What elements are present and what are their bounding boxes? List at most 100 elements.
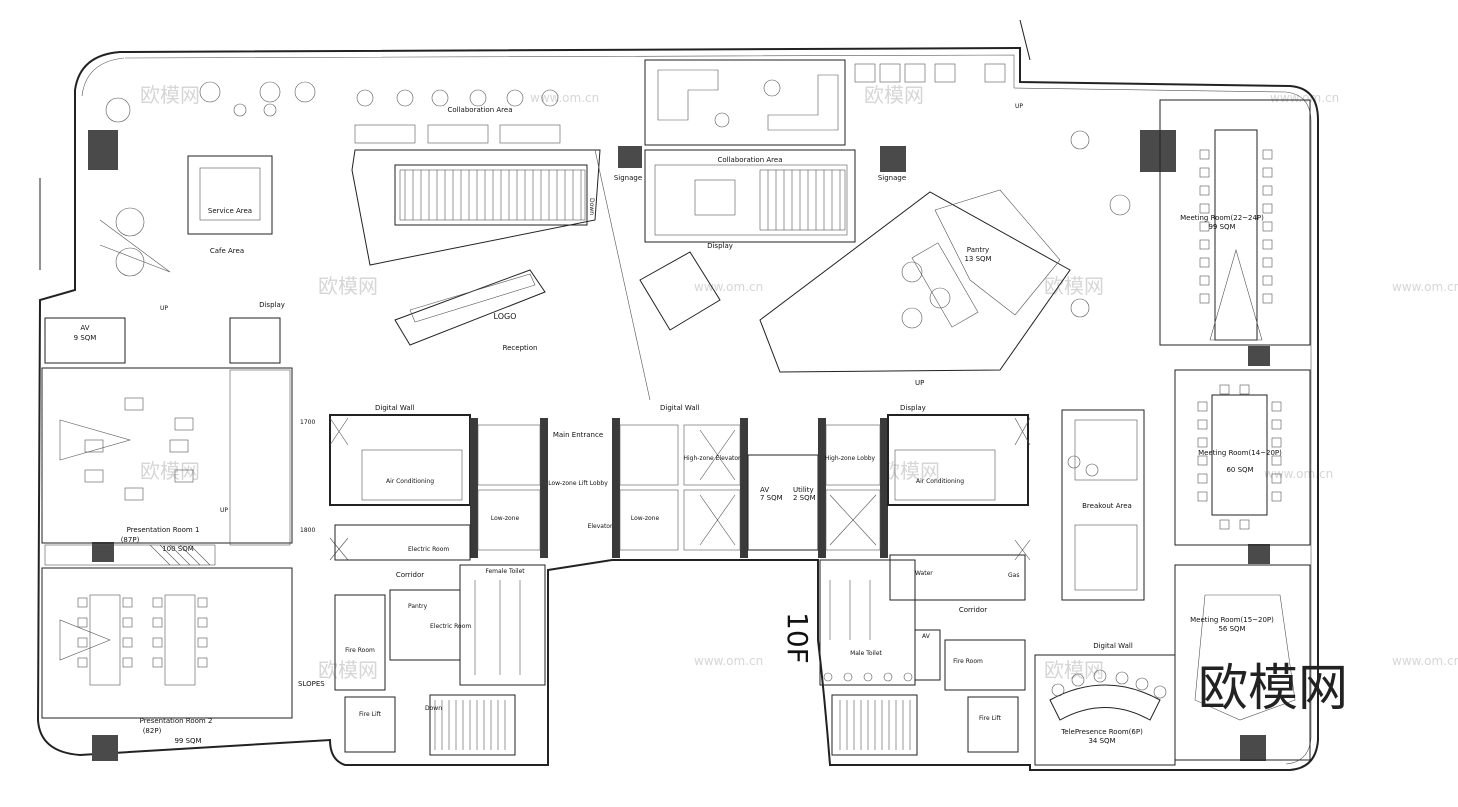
presentation-room-2-label: Presentation Room 2	[140, 717, 213, 725]
water-label: Water	[915, 570, 933, 577]
cafe-area-label: Cafe Area	[210, 247, 244, 255]
watermark-brand: 欧模网	[880, 459, 940, 483]
column	[880, 146, 906, 172]
breakout-area-label: Breakout Area	[1082, 502, 1132, 510]
meeting-room-mid-label: Meeting Room(14~20P)	[1198, 449, 1282, 457]
main-entrance-label: Main Entrance	[553, 431, 603, 439]
column	[1248, 544, 1270, 564]
signage-right-label: Signage	[878, 174, 906, 182]
central-core: Air Conditioning Digital Wall Digital Wa…	[329, 404, 1031, 561]
collaboration-area-top-label: Collaboration Area	[448, 106, 513, 114]
reception-zone: LOGO Reception	[394, 149, 721, 401]
meeting-room-mid-area: 60 SQM	[1226, 466, 1253, 474]
column	[1248, 346, 1270, 366]
up-label: UP	[220, 507, 228, 514]
lower-right-services: Male Toilet Water Gas Corridor AV Fire R…	[819, 554, 1026, 756]
watermark-brand: 欧模网	[140, 459, 200, 483]
presentation-room-2-cap: (82P)	[143, 727, 162, 735]
watermark-site: www.om.cn	[1392, 280, 1458, 294]
fire-room-right-label: Fire Room	[953, 658, 983, 665]
high-zone-lobby-label: High-zone Lobby	[825, 455, 876, 462]
meeting-room-low-label: Meeting Room(15~20P)	[1190, 616, 1274, 624]
pantry-label: Pantry	[967, 246, 989, 254]
digital-wall-mid-label: Digital Wall	[660, 404, 700, 412]
watermark-brand: 欧模网	[318, 274, 378, 298]
pantry-small-label: Pantry	[408, 603, 428, 610]
up-label: UP	[1015, 103, 1023, 110]
cafe-zone: Service Area Cafe Area	[99, 81, 316, 277]
column	[92, 542, 114, 562]
air-conditioning-right: Air Conditioning	[916, 478, 964, 485]
digital-wall-bottom-label: Digital Wall	[1093, 642, 1133, 650]
digital-wall-left-label: Digital Wall	[375, 404, 415, 412]
up-label: UP	[915, 379, 924, 387]
av-mid-label: AV	[760, 486, 769, 494]
utility-label: Utility	[793, 486, 814, 494]
up-label: UP	[160, 305, 168, 312]
floor-number-label: 10F	[781, 612, 814, 664]
presentation-room-1-label: Presentation Room 1	[127, 526, 200, 534]
electric-label: Electric Room	[430, 623, 471, 630]
meeting-room-top-area: 99 SQM	[1208, 223, 1235, 231]
female-toilet-label: Female Toilet	[485, 568, 525, 575]
down-label: Down	[588, 198, 595, 215]
telepresence-room-area: 34 SQM	[1088, 737, 1115, 745]
dimension-label: 1800	[300, 527, 315, 534]
escalator-left	[399, 169, 586, 221]
av-small-label: AV	[922, 633, 931, 640]
structural-columns	[88, 130, 1270, 761]
presentation-room-2-area: 99 SQM	[174, 737, 201, 745]
column	[1140, 130, 1176, 172]
utility-area: 2 SQM	[793, 494, 816, 502]
elevator-label: Elevator	[588, 523, 613, 530]
brand-logo: 欧模网	[1198, 659, 1348, 717]
watermark-brand: 欧模网	[318, 658, 378, 682]
air-conditioning-left: Air Conditioning	[386, 478, 434, 485]
watermark-site: www.om.cn	[1392, 654, 1458, 668]
column	[1240, 735, 1266, 761]
watermark-site: www.om.cn	[1270, 91, 1339, 105]
slopes-label: SLOPES	[298, 680, 325, 688]
low-zone-lobby-label: Low-zone Lift Lobby	[548, 480, 608, 487]
watermark-layer: 欧模网 www.om.cn 欧模网 www.om.cn 欧模网 www.om.c…	[140, 83, 1458, 682]
low-zone-label: Low-zone	[631, 515, 660, 522]
watermark-site: www.om.cn	[694, 654, 763, 668]
watermark-brand: 欧模网	[140, 83, 200, 107]
corridor-left-label: Corridor	[396, 571, 424, 579]
signage-left-label: Signage	[614, 174, 642, 182]
down-label: Down	[425, 705, 442, 712]
watermark-brand: 欧模网	[1044, 274, 1104, 298]
male-toilet-label: Male Toilet	[850, 650, 882, 657]
watermark-brand: 欧模网	[864, 83, 924, 107]
watermark-site: www.om.cn	[530, 91, 599, 105]
gas-label: Gas	[1008, 572, 1019, 579]
armchairs-row	[356, 89, 559, 107]
presentation-room-1-cap: (87P)	[121, 536, 140, 544]
collaboration-area-mid-label: Collaboration Area	[718, 156, 783, 164]
meeting-room-top: Meeting Room(22~24P) 99 SQM	[1159, 99, 1311, 346]
column	[88, 130, 118, 170]
lower-left-services: Electric Room Corridor Pantry Electric R…	[334, 524, 546, 756]
high-zone-elevator-label: High-zone Elevator	[683, 455, 741, 462]
meeting-room-top-label: Meeting Room(22~24P)	[1180, 214, 1264, 222]
reception-label: Reception	[503, 344, 538, 352]
dimension-label: 1700	[300, 419, 315, 426]
pantry-zone: Pantry 13 SQM UP UP	[759, 63, 1131, 387]
fire-lift-right-label: Fire Lift	[979, 715, 1002, 722]
display-mid-label: Display	[707, 242, 733, 250]
fire-room-left-label: Fire Room	[345, 647, 375, 654]
logo-label: LOGO	[494, 312, 517, 321]
presentation-room-1-area: 100 SQM	[162, 545, 194, 553]
telepresence-room-label: TelePresence Room(6P)	[1060, 728, 1143, 736]
watermark-site: www.om.cn	[694, 280, 763, 294]
service-area-label: Service Area	[208, 207, 252, 215]
fire-lift-left-label: Fire Lift	[359, 711, 382, 718]
watermark-site: www.om.cn	[1264, 467, 1333, 481]
right-wing: Breakout Area Meeting Room(14~20P) 60 SQ…	[1034, 369, 1311, 766]
collaboration-zone: Collaboration Area Down Collaboration Ar…	[351, 59, 906, 266]
pantry-area-label: 13 SQM	[964, 255, 991, 263]
av-mid-area: 7 SQM	[760, 494, 783, 502]
watermark-brand: 欧模网	[1044, 658, 1104, 682]
left-wing: AV 9 SQM Display UP Presentation Room 1 …	[41, 301, 325, 745]
